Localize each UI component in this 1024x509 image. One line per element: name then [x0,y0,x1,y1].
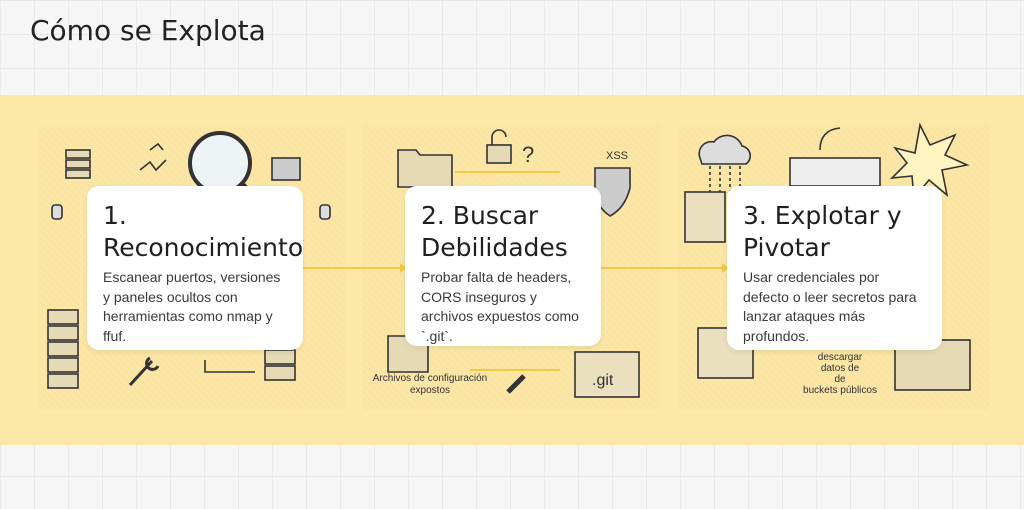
connector-arrow [204,360,255,373]
cloud-icon [698,134,751,165]
step-heading: 1. Reconocimiento [103,200,303,264]
explosion-icon [889,122,970,200]
step-body: Probar falta de headers, CORS inseguros … [421,269,579,344]
question-mark-icon: ? [522,142,534,167]
wrench-icon [128,356,160,387]
step-card-recon: 1. Reconocimiento Escanear puertos, versi… [87,186,303,350]
arrow-head-icon [400,263,407,273]
arrow-head-icon [722,263,729,273]
step-body: Usar credenciales por defecto o leer sec… [743,269,917,344]
firewall-icon [271,157,301,181]
xss-label: XSS [606,150,629,162]
curved-arrow-icon [819,127,841,151]
browser-window-icon [684,191,726,243]
step-heading: 2. Buscar Debilidades [421,201,568,262]
git-label: .git [592,372,614,389]
config-files-text: Archivos de configuración expostos [372,373,488,396]
slide-title: Cómo se Explota [30,14,266,47]
step-card-exploit: 3. Explotar y Pivotar Usar credenciales … [727,186,942,350]
download-label-line: datos de [820,363,860,374]
step-heading: 3. Explotar y Pivotar [743,201,902,262]
download-label-line: descargar [817,352,863,363]
step-name: Reconocimiento [103,233,304,262]
download-label-line: de [834,374,846,385]
server-rack-icon [47,309,79,389]
step-body: Escanear puertos, versiones y paneles oc… [103,269,281,344]
git-window-icon [574,351,640,398]
step-card-weaknesses: 2. Buscar Debilidades Probar falta de he… [405,186,601,346]
server-icon [65,149,91,179]
chain-link-icon [506,374,526,394]
config-files-label: Archivos de configuración expostos [370,373,490,397]
step-number: 1. [103,201,127,230]
keyboard-icon [789,157,881,187]
unlock-icon [486,129,512,164]
certificate-icon [697,327,754,379]
database-icon [51,204,331,220]
download-label-line: buckets públicos [803,385,877,396]
folder-icon [397,149,453,188]
signal-icon [139,142,167,172]
download-label: descargar datos de de buckets públicos [790,352,890,396]
